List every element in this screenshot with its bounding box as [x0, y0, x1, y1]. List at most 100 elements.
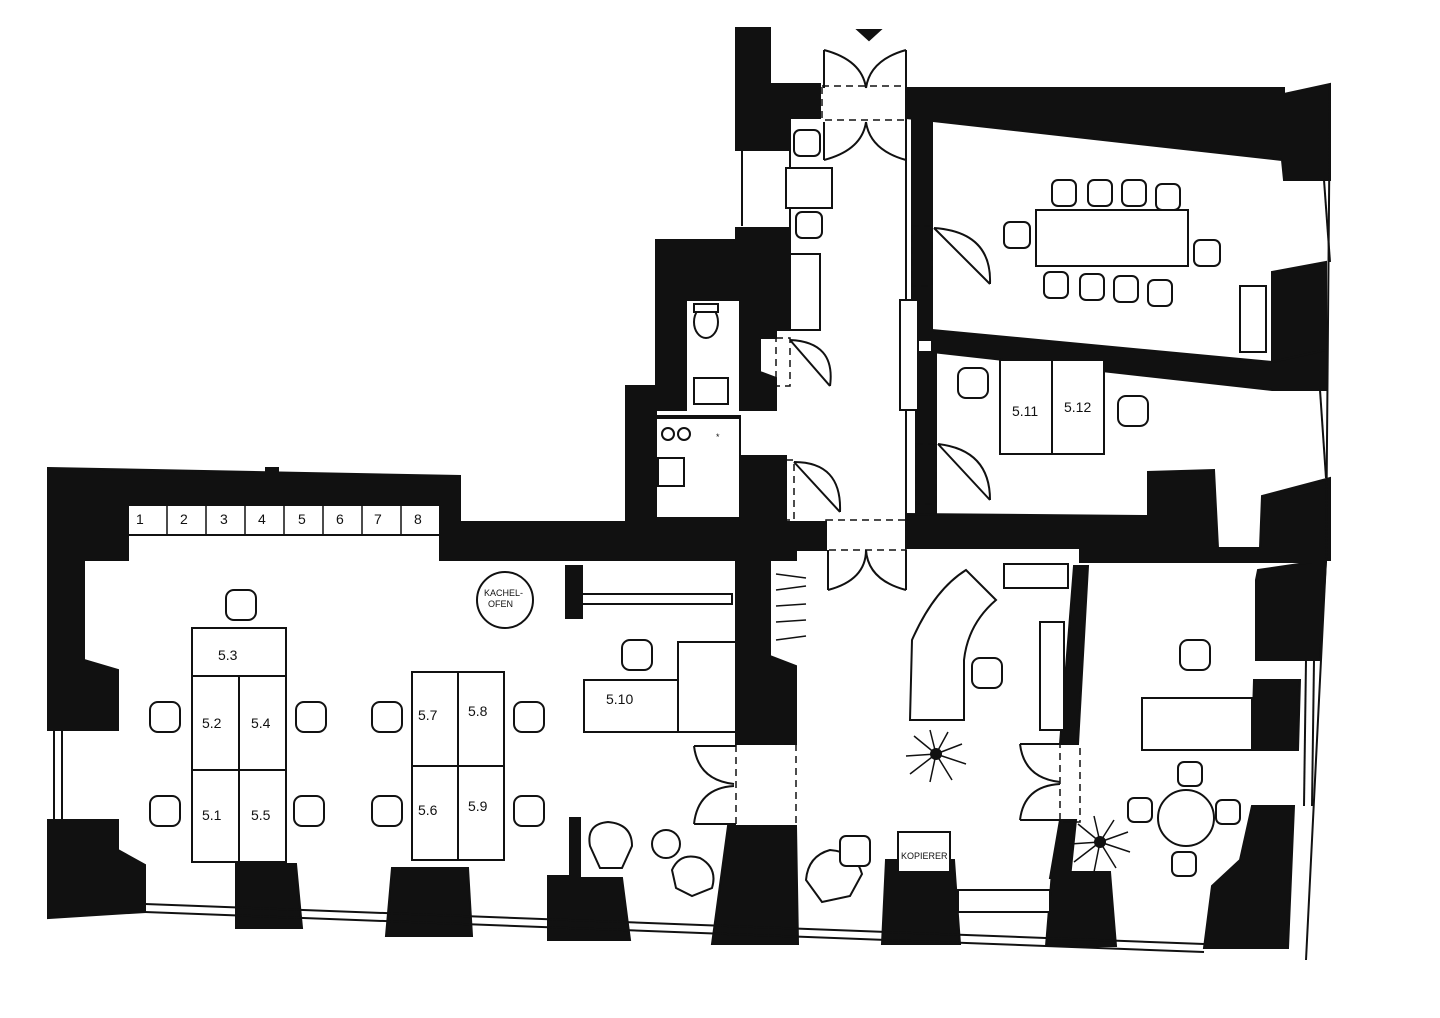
sideboard-5-10: [581, 593, 733, 605]
desk-5-4[interactable]: [238, 675, 287, 771]
reception-counter[interactable]: [908, 568, 998, 721]
chair-icon[interactable]: [1171, 851, 1197, 877]
wall-entry-marker: [855, 29, 883, 42]
chair-icon[interactable]: [1147, 279, 1173, 307]
office-511-door[interactable]: [937, 443, 991, 501]
doors: [693, 49, 1081, 827]
desk-label: 5.6: [418, 802, 438, 818]
chair-icon[interactable]: [1193, 239, 1221, 267]
right-office-threshold: [1059, 743, 1081, 823]
stove-label: OFEN: [488, 599, 513, 609]
shelf-number: 4: [258, 511, 266, 527]
chair-icon[interactable]: [839, 835, 871, 867]
chair-icon[interactable]: [513, 701, 545, 733]
armchair-icon[interactable]: [588, 820, 634, 869]
entry-door-left[interactable]: [823, 49, 867, 89]
room-510-door-top[interactable]: [693, 745, 736, 785]
chair-icon[interactable]: [793, 129, 821, 157]
chair-icon[interactable]: [513, 795, 545, 827]
tiled-stove: [476, 571, 534, 629]
wall-left-side-lower: [47, 819, 146, 920]
conference-sideboard: [1239, 285, 1267, 353]
chair-icon[interactable]: [149, 701, 181, 733]
wc-sink: [693, 377, 729, 405]
copier[interactable]: [897, 831, 951, 873]
desk-5-5[interactable]: [238, 769, 287, 863]
round-table[interactable]: [1157, 789, 1215, 847]
wall-spine-upper: [735, 559, 797, 745]
desk-5-7[interactable]: [411, 671, 459, 767]
corridor-cabinet-3: [899, 299, 919, 411]
chair-icon[interactable]: [371, 795, 403, 827]
shelf-number: 6: [336, 511, 344, 527]
chair-icon[interactable]: [371, 701, 403, 733]
copier-label: KOPIERER: [901, 851, 948, 861]
chair-icon[interactable]: [225, 589, 257, 621]
shelf-number: 3: [220, 511, 228, 527]
desk-5-8[interactable]: [457, 671, 505, 767]
chair-icon[interactable]: [295, 701, 327, 733]
conference-door[interactable]: [933, 227, 992, 285]
kitchen-sink: [657, 457, 685, 487]
desk-label: 5.4: [251, 715, 271, 731]
chair-icon[interactable]: [149, 795, 181, 827]
right-office-door-top[interactable]: [1019, 743, 1061, 783]
chair-icon[interactable]: [1121, 179, 1147, 207]
chair-icon[interactable]: [1155, 183, 1181, 211]
desk-5-6[interactable]: [411, 765, 459, 861]
entry-door-right[interactable]: [865, 49, 907, 89]
window-bottom-2: [144, 911, 1205, 953]
chair-icon[interactable]: [795, 211, 823, 239]
right-office-desk[interactable]: [1141, 697, 1253, 751]
wc-door[interactable]: [789, 339, 832, 387]
chair-icon[interactable]: [1079, 273, 1105, 301]
wall-spine-lower: [710, 825, 800, 945]
desk-5-3[interactable]: [191, 627, 287, 677]
stove-burner: [677, 427, 691, 441]
chair-icon[interactable]: [1215, 799, 1241, 825]
kitchen-threshold: [785, 459, 795, 521]
chair-icon[interactable]: [1179, 639, 1211, 671]
chair-icon[interactable]: [1117, 395, 1149, 427]
chair-icon[interactable]: [971, 657, 1003, 689]
reception-door-left[interactable]: [827, 549, 867, 591]
chair-icon[interactable]: [621, 639, 653, 671]
desk-label: 5.1: [202, 807, 222, 823]
chair-icon[interactable]: [1043, 271, 1069, 299]
chair-icon[interactable]: [1177, 761, 1203, 787]
desk-5-12[interactable]: [1051, 359, 1105, 455]
chair-icon[interactable]: [957, 367, 989, 399]
chair-icon[interactable]: [1003, 221, 1031, 249]
entry-door-inner-left[interactable]: [823, 121, 867, 161]
room-510-threshold: [735, 743, 797, 827]
shelf-number: 1: [136, 511, 144, 527]
chair-icon[interactable]: [1051, 179, 1077, 207]
desk-5-11[interactable]: [999, 359, 1053, 455]
wall-corridor-top-right: [905, 82, 1331, 181]
wall-wc: [655, 227, 791, 411]
room-510-door-bottom[interactable]: [693, 785, 736, 825]
chair-icon[interactable]: [293, 795, 325, 827]
entry-door-inner-right[interactable]: [865, 121, 907, 161]
right-office-door-bottom[interactable]: [1019, 783, 1061, 821]
conference-table[interactable]: [1035, 209, 1189, 267]
chair-icon[interactable]: [1113, 275, 1139, 303]
wc-threshold: [775, 337, 791, 387]
kitchen-door[interactable]: [793, 461, 842, 513]
chair-icon[interactable]: [1087, 179, 1113, 207]
reception-door-right[interactable]: [865, 549, 907, 591]
armchair-icon[interactable]: [670, 855, 715, 898]
lounge-side-table: [651, 829, 681, 859]
window-right-office: [1303, 659, 1307, 807]
desk-5-9[interactable]: [457, 765, 505, 861]
chair-icon[interactable]: [1127, 797, 1153, 823]
desk-label: 5.9: [468, 798, 488, 814]
kitchen-star: *: [716, 432, 720, 442]
shelf-number: 8: [414, 511, 422, 527]
wall-right-office-corner: [1202, 805, 1296, 949]
desk-label: 5.8: [468, 703, 488, 719]
conference-threshold: [911, 225, 933, 287]
shelf-number: 7: [374, 511, 382, 527]
wall-right-office-mid: [1250, 679, 1302, 751]
